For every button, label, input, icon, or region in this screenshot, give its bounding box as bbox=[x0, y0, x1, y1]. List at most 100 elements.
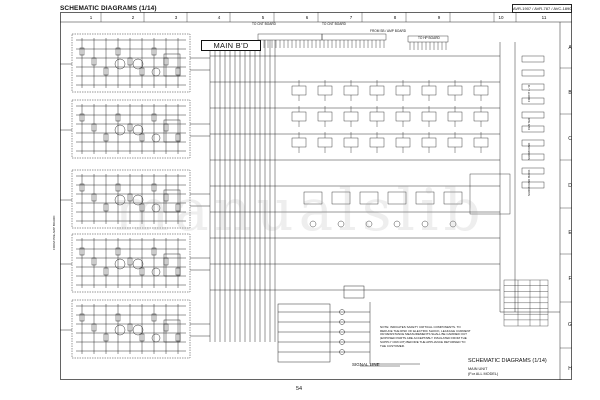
output-stage bbox=[163, 253, 181, 277]
grid-column-number: 2 bbox=[131, 15, 135, 20]
transistor bbox=[151, 267, 161, 277]
resistor bbox=[151, 247, 157, 256]
pre-amp-board-label: FROM PRE AMP BOARD bbox=[52, 215, 56, 250]
caption-unit-name: MAIN UNIT bbox=[468, 367, 488, 371]
ic bbox=[421, 111, 437, 122]
sheet-border bbox=[60, 12, 572, 380]
channel-frame bbox=[71, 299, 191, 359]
ic bbox=[395, 85, 411, 96]
capacitor bbox=[337, 220, 345, 228]
resistor bbox=[115, 113, 121, 122]
ic bbox=[369, 85, 385, 96]
channel-frame bbox=[71, 33, 191, 93]
output-label: SURROUND bbox=[527, 142, 531, 160]
channel-frame bbox=[71, 233, 191, 293]
transistor bbox=[114, 258, 126, 270]
resistor bbox=[139, 133, 145, 142]
resistor bbox=[103, 203, 109, 212]
heatsink bbox=[469, 173, 511, 215]
resistor bbox=[151, 313, 157, 322]
amplifier-channel bbox=[60, 99, 210, 159]
capacitor bbox=[309, 220, 317, 228]
grid-row-letter: C bbox=[568, 136, 572, 142]
capacitor bbox=[339, 319, 345, 325]
signal-line-legend: SIGNAL LINE bbox=[352, 362, 380, 367]
regulator-block bbox=[277, 303, 331, 363]
capacitor bbox=[421, 220, 429, 228]
ic bbox=[291, 85, 307, 96]
ic bbox=[387, 191, 407, 205]
connector-label: TO HP BOARD bbox=[418, 36, 440, 40]
grid-column-number: 10 bbox=[498, 15, 504, 20]
terminal bbox=[521, 111, 545, 119]
amplifier-channel bbox=[60, 299, 210, 359]
connector-label: FROM SB / AMP BOARD bbox=[370, 29, 407, 33]
channel-frame bbox=[71, 169, 191, 229]
ic bbox=[331, 191, 351, 205]
row-ticks bbox=[560, 67, 572, 349]
terminal bbox=[521, 181, 545, 189]
grid-column-number: 4 bbox=[217, 15, 221, 20]
grid-column-number: 5 bbox=[261, 15, 265, 20]
connector-label: TO CNT BOARD bbox=[252, 22, 276, 26]
transistor bbox=[151, 133, 161, 143]
ic bbox=[359, 191, 379, 205]
channel-frame bbox=[71, 99, 191, 159]
ic bbox=[343, 111, 359, 122]
resistor bbox=[127, 123, 133, 132]
schematic-drawing bbox=[60, 12, 572, 380]
capacitor bbox=[339, 339, 345, 345]
page-number: 54 bbox=[296, 386, 303, 392]
ic bbox=[317, 111, 333, 122]
transistor bbox=[132, 258, 144, 270]
ic bbox=[317, 137, 333, 148]
grid-row-letter: F bbox=[568, 276, 572, 282]
resistor bbox=[139, 203, 145, 212]
transistor bbox=[132, 124, 144, 136]
resistor bbox=[91, 257, 97, 266]
output-stage bbox=[163, 53, 181, 77]
resistor bbox=[115, 47, 121, 56]
power-supply-section bbox=[277, 285, 420, 367]
table-frame bbox=[503, 279, 549, 327]
ic bbox=[369, 137, 385, 148]
amplifier-channels bbox=[60, 33, 210, 359]
column-dividers bbox=[100, 12, 517, 22]
terminal bbox=[521, 83, 545, 91]
output-stage bbox=[163, 189, 181, 213]
resistor bbox=[127, 323, 133, 332]
resistor bbox=[151, 47, 157, 56]
ic bbox=[395, 111, 411, 122]
caption-title: SCHEMATIC DIAGRAMS (1/14) bbox=[468, 358, 547, 364]
terminal bbox=[521, 97, 545, 105]
resistor bbox=[151, 183, 157, 192]
ic bbox=[447, 85, 463, 96]
bus-lines bbox=[209, 40, 560, 342]
terminal bbox=[521, 55, 545, 63]
ic bbox=[303, 191, 323, 205]
resistor bbox=[103, 267, 109, 276]
resistor bbox=[91, 193, 97, 202]
grid-column-number: 6 bbox=[305, 15, 309, 20]
grid-column-number: 1 bbox=[89, 15, 93, 20]
transistor bbox=[151, 67, 161, 77]
output-label: FRONT L / R bbox=[527, 84, 531, 102]
components bbox=[291, 55, 545, 228]
resistor bbox=[127, 57, 133, 66]
ic bbox=[395, 137, 411, 148]
grid-column-number: 11 bbox=[541, 15, 547, 20]
grid-row-letter: B bbox=[568, 90, 572, 96]
ic bbox=[473, 111, 489, 122]
ic bbox=[473, 137, 489, 148]
terminal bbox=[521, 139, 545, 147]
caption-unit: MAIN UNIT (For ALL MODEL) bbox=[468, 367, 498, 376]
connector-label: TO CNT BOARD bbox=[322, 22, 346, 26]
ic bbox=[317, 85, 333, 96]
resistor bbox=[127, 193, 133, 202]
resistor bbox=[139, 67, 145, 76]
ic bbox=[447, 111, 463, 122]
grid-row-letter: E bbox=[568, 230, 572, 236]
capacitor bbox=[365, 220, 373, 228]
resistor bbox=[79, 247, 85, 256]
output-label: CENTER bbox=[527, 117, 531, 130]
